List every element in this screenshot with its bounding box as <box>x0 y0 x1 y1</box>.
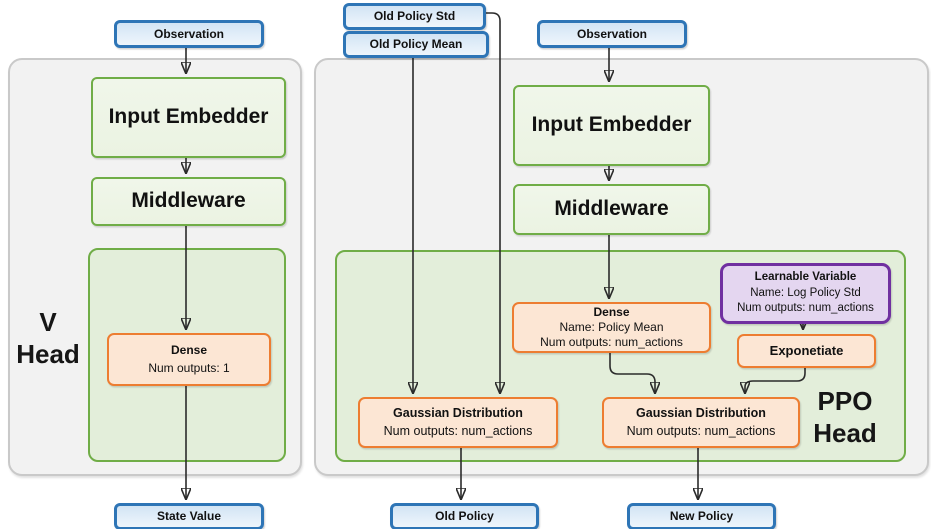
node-observation-left: Observation <box>114 20 264 48</box>
node-new-policy: New Policy <box>627 503 776 529</box>
node-label: Old Policy <box>435 509 494 524</box>
v-head-title-line2: Head <box>16 338 80 369</box>
node-outputs-line: Num outputs: num_actions <box>626 423 776 438</box>
node-label: Middleware <box>131 189 246 213</box>
node-label: State Value <box>156 509 222 524</box>
node-outputs-line: Num outputs: num_actions <box>540 335 683 349</box>
node-title: Gaussian Distribution <box>393 406 523 420</box>
node-name-line: Name: Log Policy Std <box>750 286 861 299</box>
ppo-head-title-line2: Head <box>813 417 877 448</box>
node-label: Input Embedder <box>531 113 692 137</box>
v-head-title-line1: V <box>39 307 57 337</box>
node-outputs-line: Num outputs: num_actions <box>383 423 533 438</box>
ppo-head-title-line1: PPO <box>817 386 873 416</box>
node-label: Input Embedder <box>108 105 269 129</box>
node-label: Exponetiate <box>769 343 844 359</box>
node-outputs-line: Num outputs: num_actions <box>737 302 874 315</box>
node-label: Observation <box>153 26 225 41</box>
node-title: Learnable Variable <box>754 271 857 284</box>
node-label: Old Policy Std <box>373 9 456 24</box>
node-learnable-variable: Learnable Variable Name: Log Policy Std … <box>720 263 891 324</box>
node-title: Dense <box>170 343 208 358</box>
node-middleware-ppo: Middleware <box>513 184 710 235</box>
node-name-line: Name: Policy Mean <box>559 320 664 334</box>
node-input-embedder-ppo: Input Embedder <box>513 85 710 166</box>
node-label: Middleware <box>554 197 669 221</box>
node-state-value: State Value <box>114 503 264 529</box>
node-label: Observation <box>576 26 648 41</box>
node-label: New Policy <box>669 509 734 524</box>
node-gaussian-distribution-old: Gaussian Distribution Num outputs: num_a… <box>358 397 558 448</box>
node-exponetiate: Exponetiate <box>737 334 876 368</box>
node-dense-v: Dense Num outputs: 1 <box>107 333 271 386</box>
node-input-embedder-v: Input Embedder <box>91 77 286 158</box>
node-old-policy-std: Old Policy Std <box>343 3 486 30</box>
node-title: Dense <box>593 305 630 319</box>
node-subtitle: Num outputs: 1 <box>148 360 230 375</box>
node-label: Old Policy Mean <box>369 37 463 52</box>
node-old-policy: Old Policy <box>390 503 539 529</box>
node-dense-policy-mean: Dense Name: Policy Mean Num outputs: num… <box>512 302 711 353</box>
node-observation-right: Observation <box>537 20 687 48</box>
node-middleware-v: Middleware <box>91 177 286 226</box>
node-gaussian-distribution-new: Gaussian Distribution Num outputs: num_a… <box>602 397 800 448</box>
node-old-policy-mean: Old Policy Mean <box>343 31 489 58</box>
v-head-title: V Head <box>8 307 88 370</box>
ppo-head-title: PPO Head <box>795 386 895 449</box>
node-title: Gaussian Distribution <box>636 406 766 420</box>
